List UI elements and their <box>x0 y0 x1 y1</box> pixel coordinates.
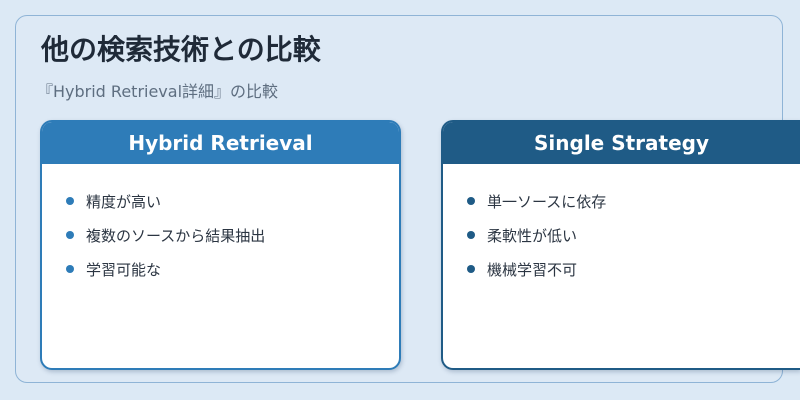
single-strategy-feature-list: 単一ソースに依存 柔軟性が低い 機械学習不可 <box>443 164 800 286</box>
hybrid-retrieval-feature-list: 精度が高い 複数のソースから結果抽出 学習可能な <box>42 164 399 286</box>
single-strategy-card: Single Strategy 単一ソースに依存 柔軟性が低い 機械学習不可 <box>441 120 800 370</box>
list-item: 学習可能な <box>66 252 399 286</box>
list-item: 機械学習不可 <box>467 252 800 286</box>
page-title: 他の検索技術との比較 <box>41 33 321 66</box>
bullet-icon <box>66 197 74 205</box>
list-item: 単一ソースに依存 <box>467 184 800 218</box>
hybrid-retrieval-card-title: Hybrid Retrieval <box>42 122 399 164</box>
list-item: 精度が高い <box>66 184 399 218</box>
list-item: 複数のソースから結果抽出 <box>66 218 399 252</box>
list-item-label: 機械学習不可 <box>487 260 578 279</box>
bullet-icon <box>467 197 475 205</box>
bullet-icon <box>66 231 74 239</box>
hybrid-retrieval-card: Hybrid Retrieval 精度が高い 複数のソースから結果抽出 学習可能… <box>40 120 401 370</box>
bullet-icon <box>467 265 475 273</box>
list-item-label: 精度が高い <box>86 192 162 211</box>
page-subtitle: 『Hybrid Retrieval詳細』の比較 <box>37 82 279 101</box>
bullet-icon <box>467 231 475 239</box>
list-item-label: 学習可能な <box>86 260 162 279</box>
bullet-icon <box>66 265 74 273</box>
list-item: 柔軟性が低い <box>467 218 800 252</box>
list-item-label: 複数のソースから結果抽出 <box>86 226 266 245</box>
list-item-label: 単一ソースに依存 <box>487 192 607 211</box>
single-strategy-card-title: Single Strategy <box>443 122 800 164</box>
list-item-label: 柔軟性が低い <box>487 226 578 245</box>
